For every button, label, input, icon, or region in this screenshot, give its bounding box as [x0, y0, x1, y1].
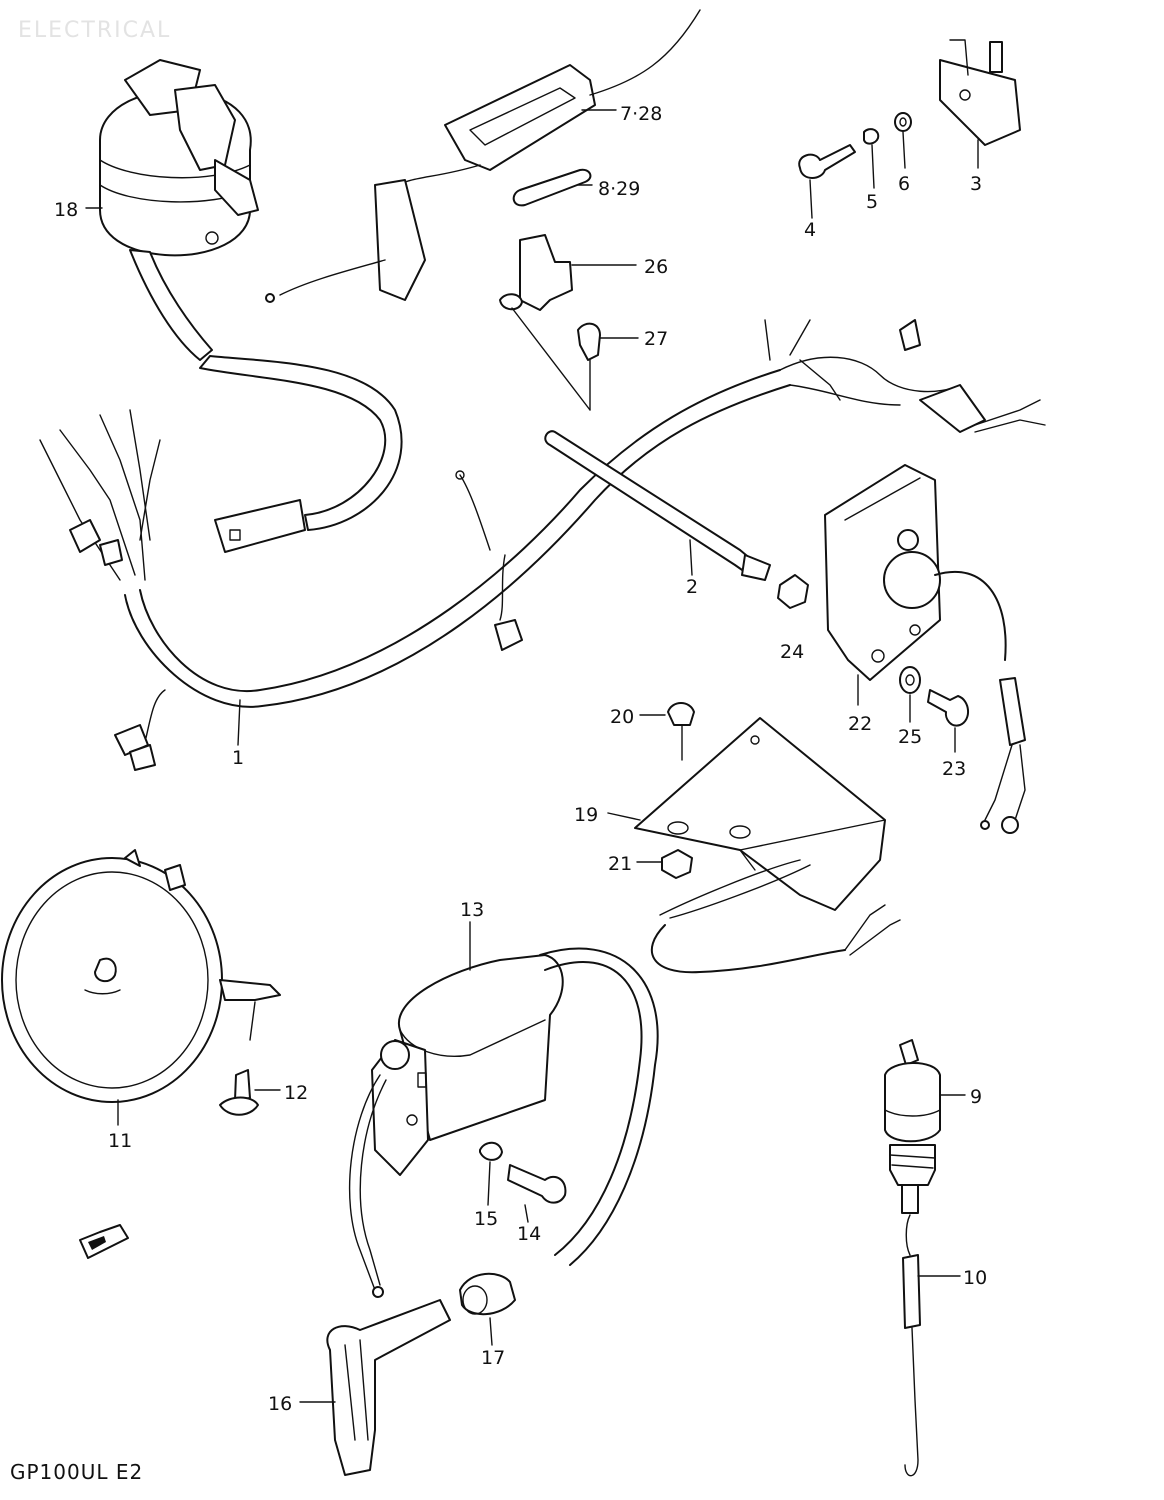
part-label: 22: [848, 713, 872, 735]
clamp: [499, 234, 573, 311]
fuse-holder: [265, 9, 701, 303]
ignition-coil: [348, 947, 659, 1298]
lead-wire: [544, 430, 771, 581]
relay: [939, 39, 1021, 146]
brake-light-switch: [884, 1039, 941, 1214]
part-label: 18: [54, 199, 78, 221]
washer-part-6: [894, 112, 912, 132]
screw-23: [927, 689, 969, 727]
part-label: 14: [517, 1223, 541, 1245]
washer-part-5: [863, 128, 880, 145]
bolt-27: [577, 322, 601, 361]
horn: [1, 849, 281, 1103]
part-label: 17: [481, 1347, 505, 1369]
ignition-switch: [99, 59, 403, 553]
part-label: 15: [474, 1208, 498, 1230]
part-label: 8·29: [598, 178, 640, 200]
part-label: 27: [644, 328, 668, 350]
leader-lines: [85, 109, 979, 1403]
part-label: 9: [970, 1086, 982, 1108]
screw-12: [219, 1069, 259, 1116]
part-label: 20: [610, 706, 634, 728]
diagram-title: ELECTRICAL: [18, 18, 172, 43]
part-label: 5: [866, 191, 878, 213]
part-label: 25: [898, 726, 922, 748]
washer-15: [479, 1141, 503, 1161]
part-label: 1: [232, 747, 244, 769]
part-label: 10: [963, 1267, 987, 1289]
part-label: 19: [574, 804, 598, 826]
fuse: [512, 168, 592, 207]
part-label: 26: [644, 256, 668, 278]
nut-24: [777, 574, 809, 609]
part-label: 2: [686, 576, 698, 598]
part-labels: 1 2 3 4 5 6 7·28 8·29 9 10 11 12 13 14 1…: [54, 103, 987, 1415]
wiring-harness: [39, 319, 1046, 771]
regulator: [824, 464, 1026, 834]
forward-arrow-icon: [79, 1224, 129, 1259]
part-label: 6: [898, 173, 910, 195]
part-label: 21: [608, 853, 632, 875]
part-label: 16: [268, 1393, 292, 1415]
part-label: 23: [942, 758, 966, 780]
part-label: 24: [780, 641, 804, 663]
bolt-14: [507, 1164, 567, 1204]
bolt-20: [667, 702, 695, 761]
spark-plug-cap: [326, 1299, 451, 1476]
seal-17: [459, 1272, 516, 1316]
part-label: 12: [284, 1082, 308, 1104]
screw-part-4: [798, 144, 856, 179]
washer-25: [899, 666, 921, 694]
part-label: 4: [804, 219, 816, 241]
part-label: 11: [108, 1130, 132, 1152]
part-label: 13: [460, 899, 484, 921]
part-label: 3: [970, 173, 982, 195]
cdi-unit: [634, 717, 901, 974]
nut-21: [661, 849, 693, 879]
part-label: 7·28: [620, 103, 662, 125]
spring-cable-10: [902, 1214, 921, 1477]
model-code: GP100UL E2: [10, 1460, 144, 1484]
